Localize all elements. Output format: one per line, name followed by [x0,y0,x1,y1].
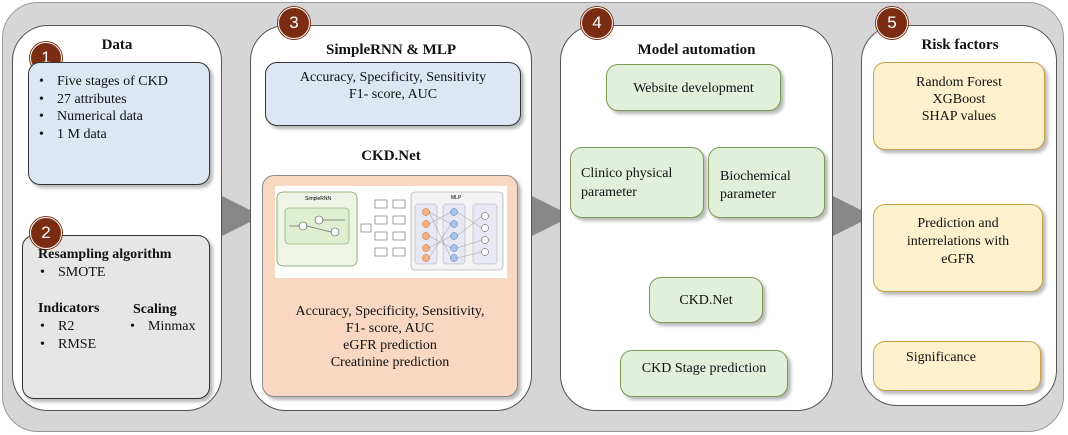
scaling-title: Scaling [133,302,177,317]
figure-label-rnn: SimpleRNN [305,196,332,202]
result-line-3: eGFR prediction [343,338,437,353]
resampling-list: SMOTE [40,264,105,282]
step-badge-5: 5 [876,7,908,39]
bio-line-1: Biochemical [720,169,791,184]
prediction-line-2: interrelations with [906,234,1010,249]
resampling-title: Resampling algorithm [38,247,172,262]
ckdnet-node-label: CKD.Net [679,293,733,308]
method-1: Random Forest [916,75,1002,90]
list-item: 1 M data [39,126,168,144]
step-badge-4: 4 [581,7,613,39]
list-item: RMSE [40,336,96,354]
data-box: Five stages of CKD 27 attributes Numeric… [28,62,210,185]
prediction-line-1: Prediction and [917,216,999,231]
figure-label-mlp: MLP [451,195,462,201]
indicators-list: R2 RMSE [40,318,96,353]
list-item: R2 [40,318,96,336]
list-item: Numerical data [39,108,168,126]
stage-box: CKD Stage prediction [620,350,788,397]
panel-data-title: Data [101,37,133,53]
metrics-line-2: F1- score, AUC [348,87,438,102]
preprocessing-box [22,235,210,399]
website-label: Website development [633,81,754,96]
metrics-box: Accuracy, Specificity, Sensitivity F1- s… [265,62,521,126]
list-item: Five stages of CKD [39,73,168,91]
scaling-list: Minmax [130,318,195,336]
list-item: Minmax [130,318,195,336]
ckdnet-box: SimpleRNN MLP [262,175,518,397]
website-box: Website development [606,64,781,111]
prediction-box: Prediction and interrelations with eGFR [873,204,1043,292]
list-item: 27 attributes [39,91,168,109]
data-list: Five stages of CKD 27 attributes Numeric… [39,73,168,143]
metrics-line-1: Accuracy, Specificity, Sensitivity [299,70,487,85]
clinico-line-2: parameter [581,185,637,200]
method-2: XGBoost [932,92,986,107]
biochemical-box: Biochemical parameter [708,147,825,218]
clinico-box: Clinico physical parameter [570,147,704,218]
significance-label: Significance [906,350,976,365]
ckdnet-architecture-figure: SimpleRNN MLP [275,186,507,278]
step-badge-2: 2 [30,217,62,249]
panel-automation-title: Model automation [637,42,756,58]
clinico-line-1: Clinico physical [581,166,673,181]
panel-models-title: SimpleRNN & MLP [326,42,456,58]
significance-box: Significance [873,341,1041,391]
list-item: SMOTE [40,264,105,282]
panel-risk-title: Risk factors [921,37,999,53]
ckdnet-node-box: CKD.Net [649,277,763,323]
method-3: SHAP values [921,109,997,124]
indicators-title: Indicators [38,301,100,316]
methods-box: Random Forest XGBoost SHAP values [873,62,1045,150]
ckdnet-title: CKD.Net [361,148,421,164]
step-badge-3: 3 [278,7,310,39]
result-line-2: F1- score, AUC [345,321,435,336]
prediction-line-3: eGFR [941,252,975,267]
result-line-1: Accuracy, Specificity, Sensitivity, [295,304,485,319]
result-line-4: Creatinine prediction [330,355,450,370]
bio-line-2: parameter [720,187,776,202]
stage-label: CKD Stage prediction [641,361,767,376]
